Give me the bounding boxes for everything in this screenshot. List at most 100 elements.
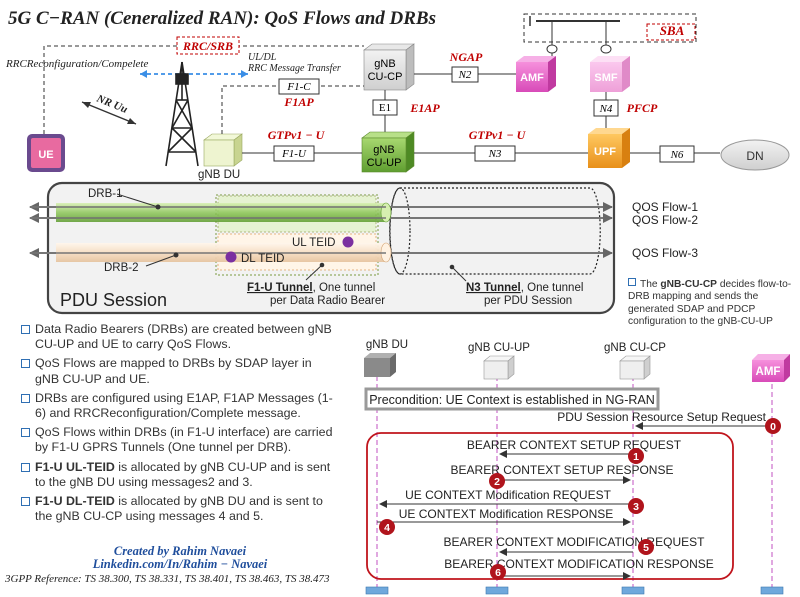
msg-2-badge (489, 473, 505, 489)
ul-teid-dot (342, 236, 354, 248)
precondition-box (364, 387, 660, 411)
bullet-item: QoS Flows within DRBs (in F1-U interface… (20, 425, 338, 455)
seq-box-gnb-cuup (483, 355, 515, 380)
svg-text:0: 0 (770, 421, 776, 433)
rrc-srb-path (43, 45, 364, 134)
n3-label: N3 (488, 148, 502, 160)
msg-2-label: BEARER CONTEXT SETUP RESPONSE (451, 463, 674, 477)
msg-6-label: BEARER CONTEXT MODIFICATION RESPONSE (444, 557, 714, 571)
msg-5-badge (638, 539, 654, 555)
smf-sbi-icon (600, 44, 612, 54)
bullet-item: F1-U DL-TEID is allocated by gNB DU and … (20, 494, 338, 524)
cucp-side-note: The gNB-CU-CP decides flow-to-DRB mappin… (628, 278, 792, 327)
msg-1-badge (628, 448, 644, 464)
qos-flow-2-label: QOS Flow-2 (632, 213, 698, 227)
gnb-cuup-node: gNB CU-UP (361, 131, 415, 173)
f1ap-label: F1AP (283, 95, 314, 109)
dl-teid-dot (225, 251, 237, 263)
svg-text:UPF: UPF (594, 146, 616, 158)
qos-flow-3-label: QOS Flow-3 (632, 246, 698, 260)
svg-text:5: 5 (643, 542, 649, 554)
bullet-square-icon (628, 278, 636, 286)
msg-4-badge (379, 519, 395, 535)
bullet-list: Data Radio Bearers (DRBs) are created be… (20, 322, 338, 528)
n4-label: N4 (599, 103, 613, 115)
sba-label: SBA (660, 23, 685, 38)
msg-0-badge (765, 418, 781, 434)
seq-box-gnb-cucp (619, 355, 651, 380)
bullet-item: F1-U UL-TEID is allocated by gNB CU-UP a… (20, 460, 338, 490)
rrc-transfer-label: RRC Message Transfer (247, 63, 341, 74)
f1u-tunnel-caption-2: per Data Radio Bearer (270, 295, 385, 307)
svg-text:3: 3 (633, 501, 639, 513)
drb-2-label: DRB-2 (104, 262, 139, 274)
svg-text:AMF: AMF (520, 72, 544, 84)
seq-node-gnb-cuup: gNB CU-UP (468, 342, 530, 354)
ngap-label: NGAP (449, 50, 483, 64)
bullet-square-icon (21, 428, 30, 438)
3gpp-references: 3GPP Reference: TS 38.300, TS 38.331, TS… (5, 573, 330, 585)
bullet-item: DRBs are configured using E1AP, F1AP Mes… (20, 391, 338, 421)
gtp-label-f1u: GTPv1 − U (268, 128, 326, 142)
n2-label: N2 (458, 69, 472, 81)
seq-box-gnb-du (364, 353, 396, 377)
msg-1-label: BEARER CONTEXT SETUP REQUEST (467, 438, 682, 452)
bullet-square-icon (21, 359, 30, 369)
msg-3-badge (628, 498, 644, 514)
svg-text:AMF: AMF (756, 366, 781, 378)
gnb-du-label: gNB DU (198, 169, 240, 181)
nr-uu-label: NR Uu (94, 92, 129, 116)
n3-tunnel-shape (389, 187, 601, 275)
svg-text:6: 6 (495, 567, 501, 579)
e1-f1-procedure-frame (366, 432, 734, 580)
svg-text:gNB: gNB (373, 144, 394, 156)
drb-1-label: DRB-1 (88, 188, 123, 200)
svg-text:UE: UE (38, 149, 53, 161)
seq-box-amf: AMF (752, 354, 790, 382)
rrc-srb-label: RRC/SRB (182, 39, 233, 53)
svg-text:2: 2 (494, 476, 500, 488)
f1c-label: F1-C (286, 81, 311, 93)
amf-sbi-icon (546, 44, 558, 54)
upf-node: UPF (588, 128, 630, 168)
bullet-square-icon (21, 325, 30, 334)
rrc-reconf-label: RRCReconfiguration/Compelete (5, 58, 148, 70)
pdu-session-label: PDU Session (60, 290, 167, 310)
svg-text:CU-UP: CU-UP (367, 157, 402, 169)
page-title: 5G C−RAN (Ceneralized RAN): QoS Flows an… (8, 8, 436, 29)
bullet-item: Data Radio Bearers (DRBs) are created be… (20, 322, 338, 352)
dn-label: DN (746, 149, 763, 163)
cell-tower-icon (165, 61, 199, 167)
drb-1-pipe (56, 203, 386, 222)
n3-tunnel-caption: N3 Tunnel, One tunnel (466, 282, 583, 294)
uldl-label: UL/DL (248, 52, 277, 63)
ul-teid-label: UL TEID (292, 237, 335, 249)
n3-tunnel-caption-2: per PDU Session (484, 295, 572, 307)
f1u-tunnel-caption: F1-U Tunnel, One tunnel (247, 282, 375, 294)
gnb-du-node (203, 133, 243, 167)
msg-0-label: PDU Session Resource Setup Request (557, 410, 766, 424)
precondition-text: Precondition: UE Context is established … (369, 393, 655, 407)
bullet-item: QoS Flows are mapped to DRBs by SDAP lay… (20, 356, 338, 386)
seq-node-gnb-cucp: gNB CU-CP (604, 342, 666, 354)
svg-text:4: 4 (384, 522, 390, 534)
dl-teid-label: DL TEID (241, 253, 284, 265)
bullet-square-icon (21, 462, 30, 472)
msg-3-label: UE CONTEXT Modification REQUEST (405, 488, 611, 502)
n6-label: N6 (670, 149, 684, 161)
f1u-label: F1-U (281, 148, 307, 160)
pfcp-label: PFCP (627, 101, 658, 115)
ue-device: UE (27, 134, 65, 172)
svg-text:SMF: SMF (594, 72, 618, 84)
qos-flow-1-label: QOS Flow-1 (632, 200, 698, 214)
svg-text:CU-CP: CU-CP (368, 71, 403, 83)
gtp-label-n3: GTPv1 − U (469, 128, 527, 142)
smf-node: SMF (590, 56, 630, 92)
e1-label: E1 (379, 102, 391, 114)
svg-text:1: 1 (633, 451, 639, 463)
svg-text:gNB: gNB (374, 58, 395, 70)
e1ap-label: E1AP (409, 101, 440, 115)
msg-4-label: UE CONTEXT Modification RESPONSE (399, 507, 614, 521)
nr-uu-line (81, 101, 137, 125)
